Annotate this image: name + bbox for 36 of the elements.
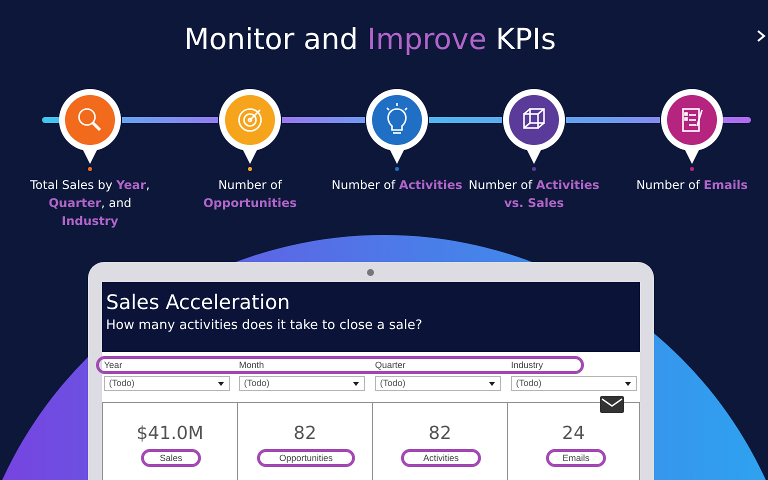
kpi-card xyxy=(507,402,640,480)
filter-label: Year xyxy=(104,360,122,370)
kpi-value: 82 xyxy=(428,423,452,444)
timeline-connector xyxy=(282,117,365,123)
dropdown: (Todo) xyxy=(511,376,637,391)
kpi-caption: Number of Opportunities xyxy=(202,177,298,212)
pin-marker xyxy=(365,88,429,164)
kpi-caption: Number of Emails xyxy=(635,177,749,194)
kpi-value: 24 xyxy=(561,423,586,444)
pin-marker xyxy=(58,88,122,164)
kpi-label: Opportunities xyxy=(257,449,355,467)
filter-label: Month xyxy=(239,360,264,370)
timeline-connector xyxy=(122,117,218,123)
pin-marker xyxy=(218,88,282,164)
pin-marker xyxy=(660,88,724,164)
dropdown: (Todo) xyxy=(239,376,365,391)
dashboard-subtitle: How many activities does it take to close a sale? xyxy=(106,317,424,335)
dashboard-header xyxy=(102,282,640,352)
title: Monitor and Improve KPIs xyxy=(183,22,557,56)
kpi-label: Activities xyxy=(401,449,481,467)
kpi-label: Sales xyxy=(141,449,201,467)
kpi-value: 82 xyxy=(292,423,318,444)
kpi-value: $41.0M xyxy=(135,423,205,444)
filter-label: Industry xyxy=(511,360,544,370)
kpi-caption: Number of Activities xyxy=(330,177,464,194)
dropdown: (Todo) xyxy=(104,376,230,391)
dashboard-title: Sales Acceleration xyxy=(106,289,291,316)
pin-marker xyxy=(502,88,566,164)
kpi-caption: Number of Activities vs. Sales xyxy=(468,177,600,212)
kpi-caption: Total Sales by Year, Quarter, and Industry xyxy=(29,177,151,230)
kpi-card xyxy=(102,402,238,480)
kpi-label: Emails xyxy=(546,449,606,467)
timeline-connector xyxy=(566,117,660,123)
dropdown: (Todo) xyxy=(375,376,501,391)
timeline-connector xyxy=(429,117,502,123)
filter-label: Quarter xyxy=(375,360,406,370)
